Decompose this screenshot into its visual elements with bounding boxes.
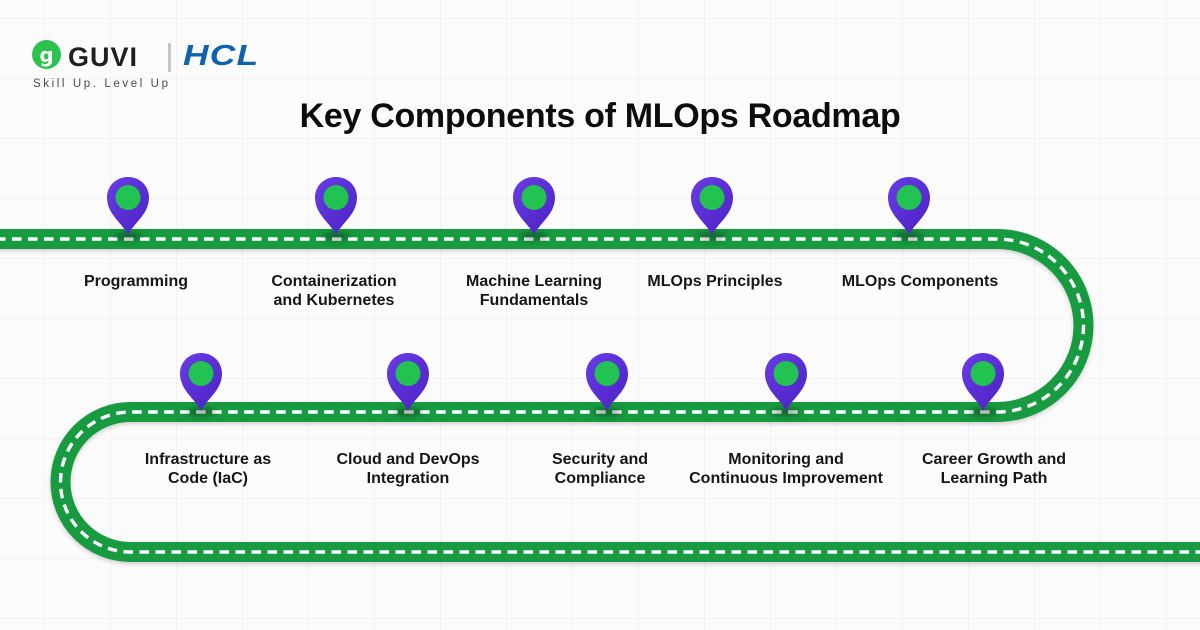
pin-shadow [772,408,800,416]
pin-shadow [114,232,142,240]
location-pin-icon [178,352,224,412]
brand-tagline: Skill Up. Level Up [33,78,171,90]
pin-shadow [895,232,923,240]
location-pin-icon [511,176,557,236]
location-pin-icon [763,352,809,412]
guvi-brand-text: GUVI [68,42,139,72]
location-pin-icon [313,176,359,236]
hcl-brand-text: HCL [183,40,260,72]
road-center-dashed-line [0,237,1200,554]
location-pin-icon [689,176,735,236]
pin-shadow [394,408,422,416]
guvi-logo-icon: g [32,40,61,69]
location-pin-icon [960,352,1006,412]
page-title: Key Components of MLOps Roadmap [299,97,901,135]
stop-label-machine-learning-fundamentals: Machine Learning Fundamentals [465,273,603,309]
pin-shadow [969,408,997,416]
pin-shadow [322,232,350,240]
stop-label-security-compliance: Security and Compliance [551,451,649,487]
pin-shadow [520,232,548,240]
pin-shadow [187,408,215,416]
logo-separator [168,43,171,72]
location-pin-icon [886,176,932,236]
stop-label-monitoring-continuous-improvement: Monitoring and Continuous Improvement [689,451,883,487]
stop-label-containerization-kubernetes: Containerization and Kubernetes [271,273,397,309]
pin-shadow [698,232,726,240]
location-pin-icon [385,352,431,412]
stop-label-cloud-devops-integration: Cloud and DevOps Integration [336,451,480,487]
location-pin-icon [584,352,630,412]
stop-label-career-growth-learning-path: Career Growth and Learning Path [921,451,1067,487]
stop-label-mlops-components: MLOps Components [841,273,999,290]
stop-label-mlops-principles: MLOps Principles [647,273,783,290]
stop-label-programming: Programming [83,273,188,290]
pin-shadow [593,408,621,416]
stop-label-infrastructure-as-code: Infrastructure as Code (IaC) [144,451,272,487]
guvi-logo-glyph: g [39,42,54,67]
location-pin-icon [105,176,151,236]
